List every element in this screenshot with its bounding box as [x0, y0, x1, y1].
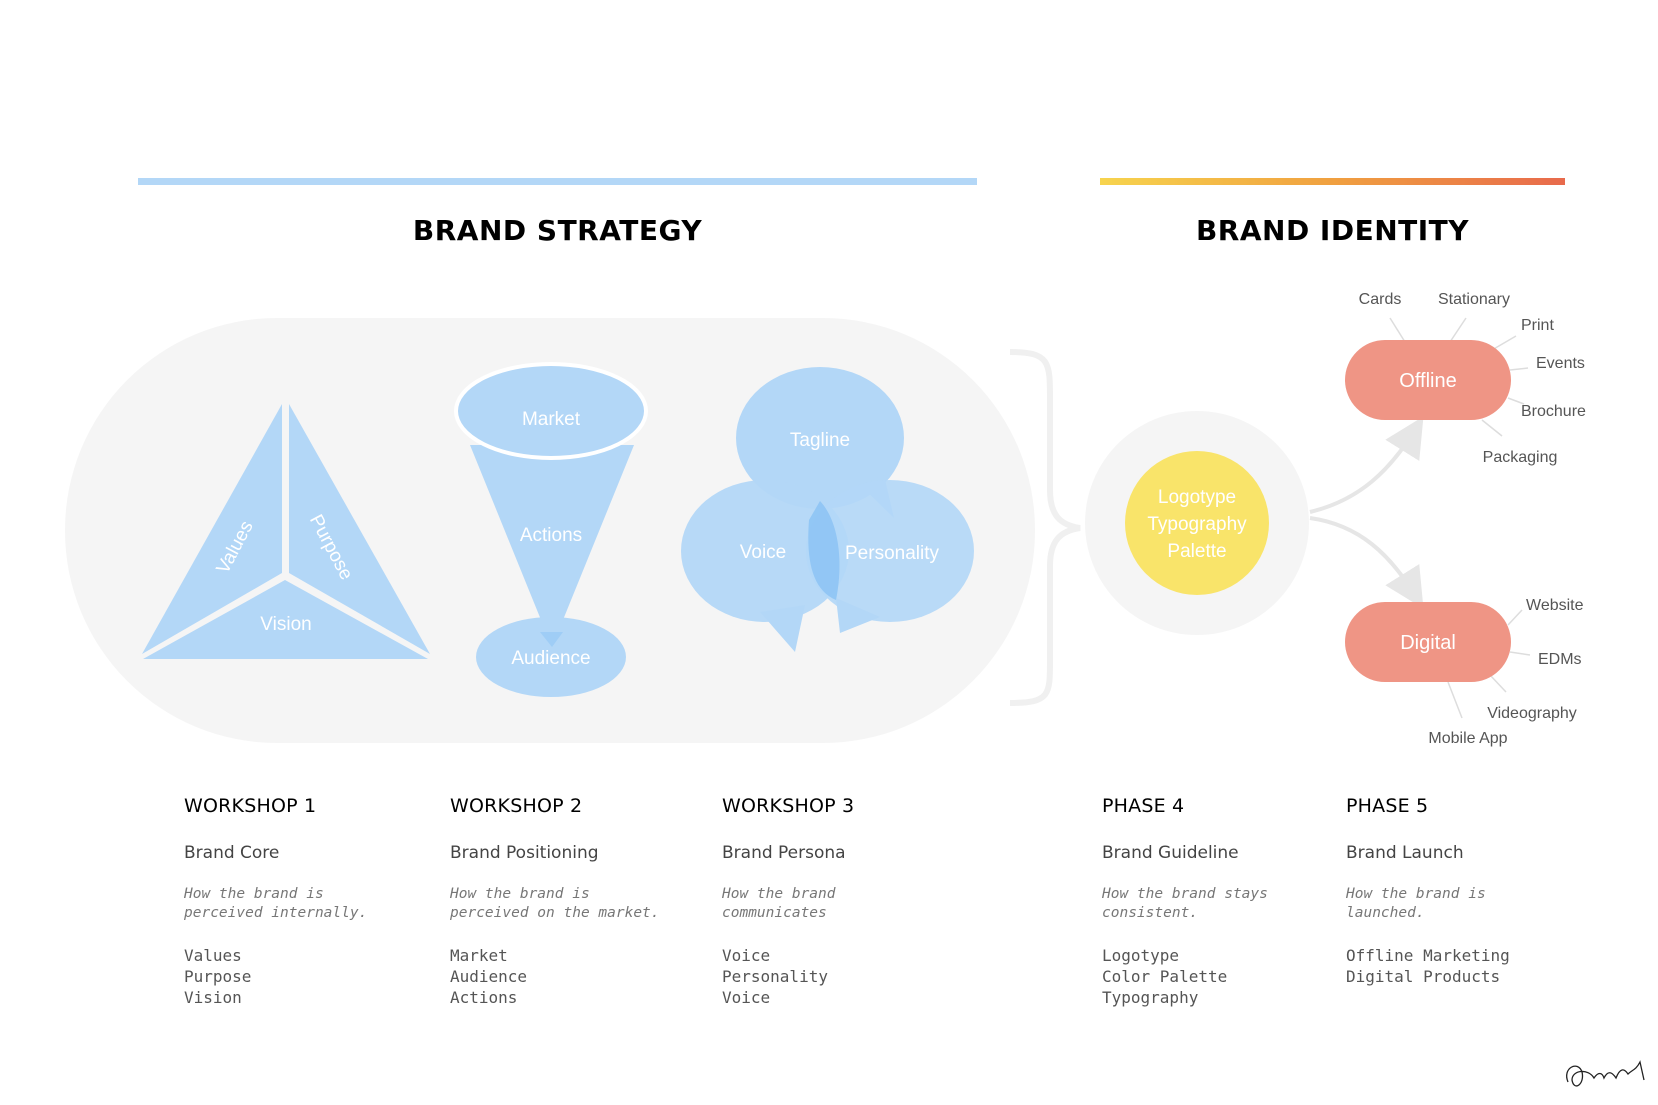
column-item: Voice [722, 988, 771, 1007]
column-description: How the brand is perceived on the market… [450, 886, 660, 921]
phase-5-column: PHASE 5 Brand Launch How the brand is la… [1346, 795, 1606, 987]
arrow-to-digital [1309, 516, 1424, 609]
column-item: Voice [722, 946, 771, 965]
audience-ellipse [476, 617, 626, 697]
offline-label: Offline [1399, 370, 1456, 392]
brand-persona-bubbles: Tagline Voice Personality [681, 367, 974, 652]
market-ellipse [454, 362, 648, 460]
column-items: Offline Marketing Digital Products [1346, 945, 1606, 987]
digital-label: Digital [1400, 632, 1456, 654]
column-item: Audience [450, 967, 528, 986]
brand-core-pyramid: Values Purpose Vision [142, 404, 430, 659]
offline-pill [1345, 340, 1511, 420]
brand-strategy-bar [138, 178, 977, 185]
column-heading: PHASE 4 [1102, 795, 1185, 817]
values-segment [142, 404, 282, 654]
brand-identity-bar [1100, 178, 1565, 185]
workshop-2-column: WORKSHOP 2 Brand Positioning How the bra… [450, 795, 710, 1008]
palette-label: Palette [1167, 541, 1226, 562]
column-subtitle: Brand Guideline [1102, 843, 1239, 863]
column-item: Vision [184, 988, 242, 1007]
offline-item-events: Events [1536, 355, 1585, 372]
digital-pill [1345, 602, 1511, 682]
digital-item-mobile-app: Mobile App [1428, 730, 1507, 747]
column-items: Market Audience Actions [450, 945, 710, 1008]
column-item: Typography [1102, 988, 1199, 1007]
signature-icon [1566, 1060, 1645, 1087]
column-item: Digital Products [1346, 967, 1501, 986]
curly-brace [1009, 349, 1081, 706]
vision-segment [143, 580, 428, 659]
column-item: Values [184, 946, 242, 965]
personality-label: Personality [845, 543, 939, 564]
workshop-1-column: WORKSHOP 1 Brand Core How the brand is p… [184, 795, 444, 1008]
offline-item-print: Print [1521, 317, 1554, 334]
offline-item-stationary: Stationary [1438, 291, 1510, 308]
brand-identity-core: Logotype Typography Palette [1085, 411, 1309, 635]
voice-personality-overlap [808, 501, 840, 600]
column-heading: WORKSHOP 2 [450, 795, 583, 817]
digital-item-edms: EDMs [1538, 651, 1582, 668]
column-item: Color Palette [1102, 967, 1228, 986]
personality-bubble [806, 480, 974, 622]
column-description: How the brand communicates [722, 886, 836, 921]
offline-item-packaging: Packaging [1483, 449, 1558, 466]
arrow-to-offline [1309, 416, 1424, 514]
offline-item-cards: Cards [1359, 291, 1402, 308]
digital-item-videography: Videography [1487, 705, 1577, 722]
column-description: How the brand is launched. [1346, 886, 1486, 921]
workshop-3-column: WORKSHOP 3 Brand Persona How the brand c… [722, 795, 982, 1008]
column-subtitle: Brand Core [184, 843, 280, 863]
market-label: Market [522, 409, 581, 430]
phase-4-column: PHASE 4 Brand Guideline How the brand st… [1102, 795, 1362, 1008]
purpose-segment [289, 404, 430, 654]
column-item: Actions [450, 988, 518, 1007]
column-description: How the brand stays consistent. [1102, 886, 1268, 921]
offline-group: Offline Cards Stationary Print Events Br… [1345, 291, 1586, 466]
vision-label: Vision [260, 614, 311, 635]
column-item: Purpose [184, 967, 252, 986]
audience-label: Audience [511, 648, 590, 669]
column-subtitle: Brand Launch [1346, 843, 1464, 863]
digital-item-website: Website [1526, 597, 1584, 614]
typography-label: Typography [1147, 514, 1247, 535]
core-circle [1125, 451, 1269, 595]
brand-positioning-funnel: Market Actions Audience [454, 362, 648, 697]
column-item: Logotype [1102, 946, 1180, 965]
digital-group: Digital Website EDMs Videography Mobile … [1345, 597, 1584, 747]
brand-strategy-title: BRAND STRATEGY [412, 214, 703, 247]
brand-identity-title: BRAND IDENTITY [1195, 214, 1470, 247]
column-items: Logotype Color Palette Typography [1102, 945, 1362, 1008]
voice-bubble [681, 480, 849, 622]
funnel-cone [470, 445, 634, 647]
column-subtitle: Brand Positioning [450, 843, 599, 863]
column-item: Market [450, 946, 508, 965]
column-heading: WORKSHOP 3 [722, 795, 855, 817]
column-heading: WORKSHOP 1 [184, 795, 317, 817]
tagline-label: Tagline [790, 430, 850, 451]
column-item: Offline Marketing [1346, 946, 1510, 965]
offline-item-brochure: Brochure [1521, 403, 1586, 420]
logotype-label: Logotype [1158, 487, 1236, 508]
column-subtitle: Brand Persona [722, 843, 846, 863]
column-description: How the brand is perceived internally. [184, 886, 368, 921]
actions-label: Actions [520, 525, 582, 546]
column-item: Personality [722, 967, 828, 986]
voice-label: Voice [740, 542, 786, 563]
column-heading: PHASE 5 [1346, 795, 1429, 817]
tagline-bubble [736, 367, 904, 509]
column-items: Voice Personality Voice [722, 945, 982, 1008]
column-items: Values Purpose Vision [184, 945, 444, 1008]
